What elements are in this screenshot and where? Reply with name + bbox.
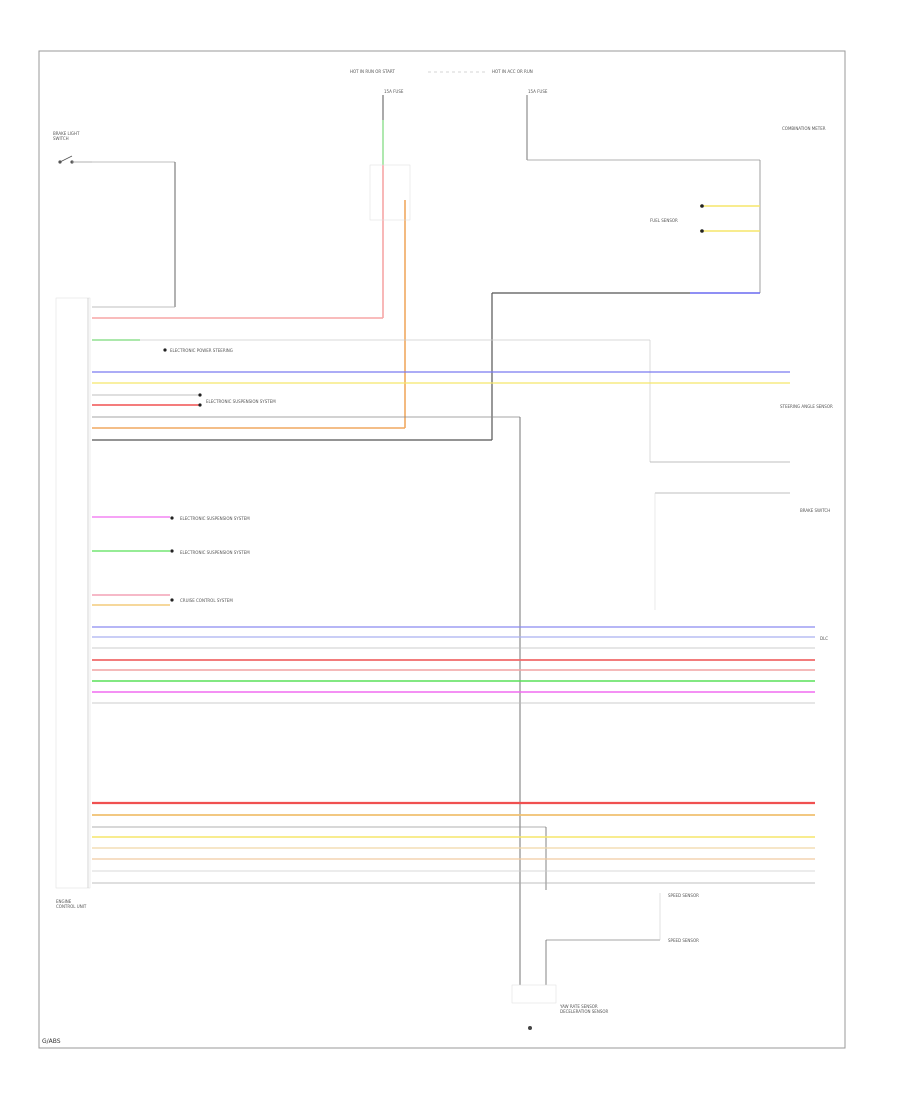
diagram-footer-code: G/ABS: [42, 1038, 61, 1045]
ecu-label-2: CONTROL UNIT: [56, 904, 87, 909]
elec-suspension-label-1: ELECTRONIC SUSPENSION SYSTEM: [206, 399, 276, 404]
dlc-label: DLC: [820, 636, 828, 641]
speed-sensor-label-a: SPEED SENSOR: [668, 893, 699, 898]
steering-sensor-label: STEERING ANGLE SENSOR: [780, 404, 833, 409]
diagram-frame: [38, 50, 846, 1049]
fuse-left-label: 15A FUSE: [384, 89, 404, 94]
speed-sensor-label-b: SPEED SENSOR: [668, 938, 699, 943]
yaw-rate-sensor-label-1: YAW RATE SENSOR: [559, 1004, 598, 1009]
fuse-block-label-right: HOT IN ACC OR RUN: [492, 69, 533, 74]
yaw-rate-sensor-label-2: DECELERATION SENSOR: [560, 1009, 609, 1014]
brake-light-switch-label-1: BRAKE LIGHT: [53, 131, 80, 136]
brake-switch-label: BRAKE SWITCH: [800, 508, 830, 513]
cruise-control-label: CRUISE CONTROL SYSTEM: [180, 598, 233, 603]
fuel-sensor-label: FUEL SENSOR: [650, 218, 678, 223]
elec-suspension-label-2: ELECTRONIC SUSPENSION SYSTEM: [180, 516, 250, 521]
elec-suspension-label-3: ELECTRONIC SUSPENSION SYSTEM: [180, 550, 250, 555]
brake-light-switch-label-2: SWITCH: [53, 136, 69, 141]
elec-power-steering-label: ELECTRONIC POWER STEERING: [170, 348, 233, 353]
ecu-label-1: ENGINE: [56, 899, 72, 904]
combination-meter-label: COMBINATION METER: [782, 126, 826, 131]
ecu-connector-block: [55, 297, 91, 889]
fuse-right-label: 15A FUSE: [528, 89, 548, 94]
fuse-block-label-left: HOT IN RUN OR START: [350, 69, 395, 74]
